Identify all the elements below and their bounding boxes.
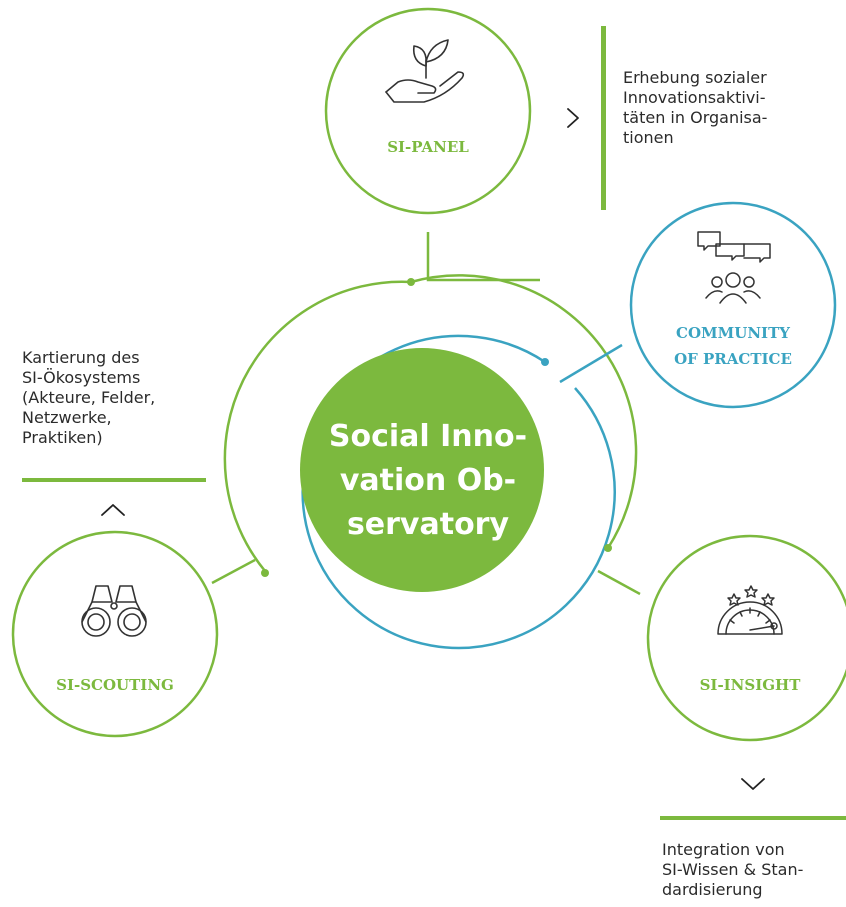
center-title-line: servatory [347, 507, 510, 542]
ring-dot [261, 569, 269, 577]
divider-bar-scouting [22, 478, 206, 482]
node-circle [646, 534, 846, 742]
description-si-scouting: Kartierung des SI-Ökosystems (Akteure, F… [22, 348, 155, 448]
node-label: SI-PANEL [387, 138, 469, 156]
center-circle [300, 348, 544, 592]
node-community-of-practice[interactable]: COMMUNITY OF PRACTICE [629, 201, 837, 409]
chevron-down-icon [741, 778, 765, 790]
connector-insight [597, 569, 641, 596]
node-label: COMMUNITY [676, 324, 790, 342]
description-line: tionen [623, 128, 674, 147]
node-label: SI-INSIGHT [700, 676, 802, 694]
node-label: SI-SCOUTING [56, 676, 174, 694]
outer-ring-arc-top [223, 280, 412, 572]
connector-community [559, 343, 623, 384]
description-line: dardisierung [662, 880, 763, 899]
binoculars-icon [81, 585, 147, 637]
description-si-panel: Erhebung sozialer Innovationsaktivi- tät… [623, 68, 767, 148]
node-circle [11, 530, 219, 738]
description-line: SI-Ökosystems [22, 368, 141, 387]
ring-dot [407, 278, 415, 286]
speech-bubbles-people-icon [697, 231, 771, 304]
node-circle [324, 7, 532, 215]
description-line: SI-Wissen & Stan- [662, 860, 804, 879]
plant-in-hand-icon [385, 39, 465, 103]
description-line: Netzwerke, [22, 408, 112, 427]
description-line: Praktiken) [22, 428, 103, 447]
description-line: Erhebung sozialer [623, 68, 767, 87]
gauge-stars-icon [717, 585, 783, 635]
ring-dot [604, 544, 612, 552]
divider-bar-panel [601, 26, 606, 210]
outer-ring-arc-right [410, 274, 638, 549]
description-line: täten in Organisa- [623, 108, 768, 127]
description-line: (Akteure, Felder, [22, 388, 156, 407]
node-si-insight[interactable]: SI-INSIGHT [646, 534, 846, 742]
chevron-right-icon [567, 108, 579, 128]
connector-panel [426, 232, 540, 282]
chevron-up-icon [101, 504, 125, 516]
node-si-scouting[interactable]: SI-SCOUTING [11, 530, 219, 738]
node-label: OF PRACTICE [674, 350, 792, 368]
description-line: Innovationsaktivi- [623, 88, 766, 107]
node-si-panel[interactable]: SI-PANEL [324, 7, 532, 215]
node-circle [629, 201, 837, 409]
ring-dot [541, 358, 549, 366]
description-line: Kartierung des [22, 348, 140, 367]
description-line: Integration von [662, 840, 785, 859]
divider-bar-insight [660, 816, 846, 820]
description-si-insight: Integration von SI-Wissen & Stan- dardis… [662, 840, 803, 900]
inner-ring-arc [301, 334, 616, 650]
connector-scouting [211, 558, 256, 585]
center-title-line: vation Ob- [340, 463, 516, 498]
center-title-line: Social Inno- [329, 419, 527, 454]
